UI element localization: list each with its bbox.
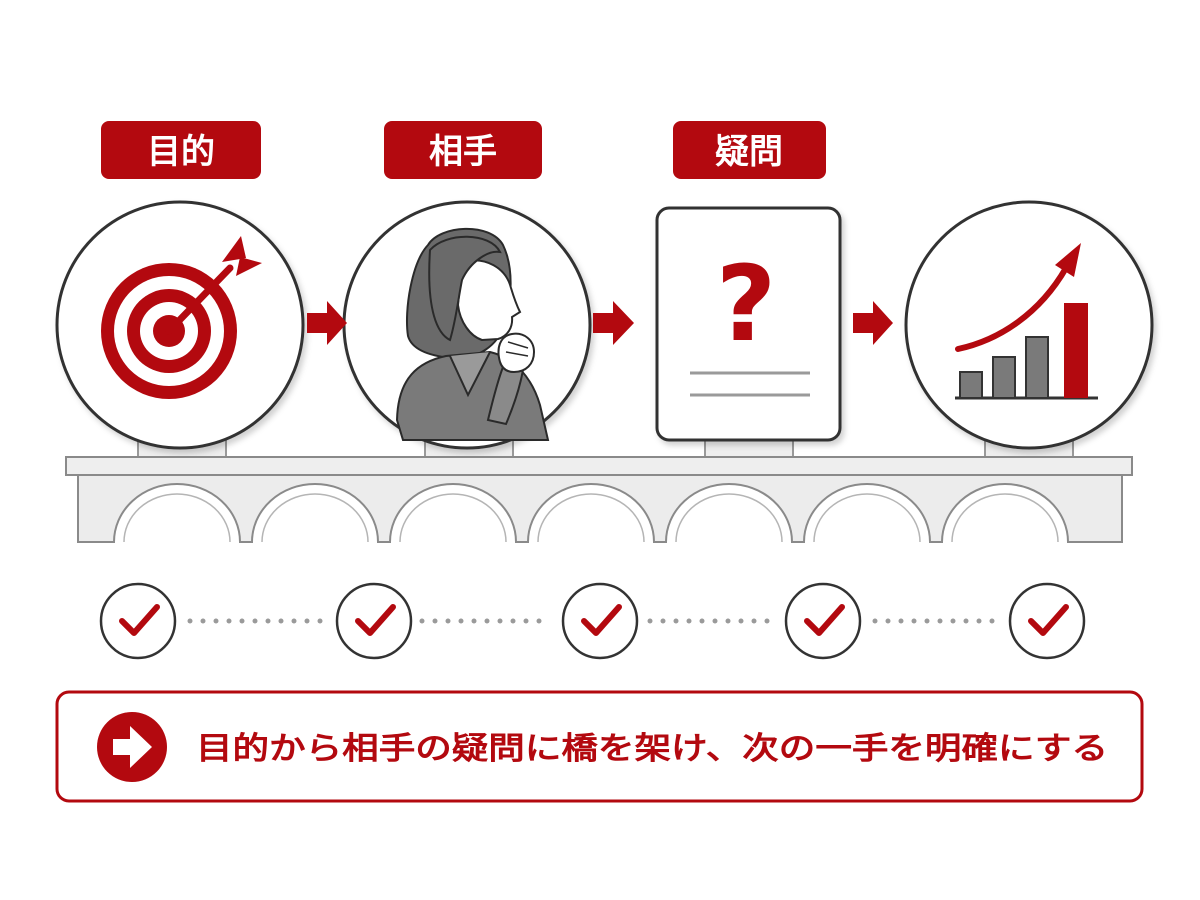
question-mark-icon: ? [716,243,776,365]
step-label-question-text: 疑問 [715,132,783,172]
step-label-purpose: 目的 [101,121,261,179]
step-circle-result [904,200,1154,450]
step-label-purpose-text: 目的 [147,132,215,172]
step-label-audience-text: 相手 [429,132,497,172]
step-card-question: ? [655,206,842,442]
check-icon [1028,604,1069,636]
check-icon [581,604,622,636]
bridge-deck [65,456,1133,476]
pedestals [137,437,1074,459]
checkpoint-5 [1008,582,1086,660]
arrow-right-icon [307,301,347,345]
checkpoint-3 [561,582,639,660]
step-label-audience: 相手 [384,121,542,179]
arrow-right-icon [853,301,893,345]
growth-chart-icon [955,243,1098,400]
bridge-arches [77,474,1123,543]
target-icon [101,236,262,399]
check-icon [355,604,396,636]
arrow-right-circle-icon [97,712,167,782]
arch-inner-lines [123,493,1059,543]
checkpoints [99,582,1086,660]
arrow-right-icon [593,301,634,345]
bridge [65,456,1133,543]
step-circle-audience [342,200,592,450]
checkpoint-2 [335,582,413,660]
summary-banner: 目的から相手の疑問に橋を架け、次の一手を明確にする [55,690,1144,803]
step-label-question: 疑問 [673,121,826,179]
check-icon [119,604,160,636]
checkpoint-4 [784,582,862,660]
check-icon [804,604,845,636]
banner-text: 目的から相手の疑問に橋を架け、次の一手を明確にする [196,731,1108,767]
person-thinking-icon [395,227,550,441]
dotted-connectors [187,618,995,624]
checkpoint-1 [99,582,177,660]
step-circle-purpose [55,200,305,450]
flow-arrows [307,301,893,345]
